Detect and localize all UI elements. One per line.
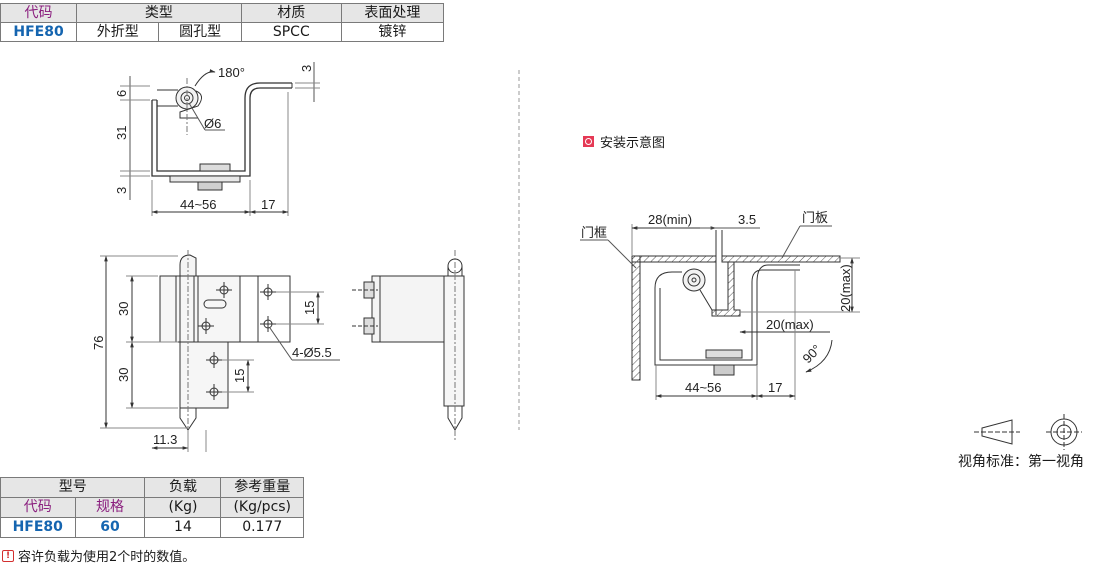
dim-20h-label: 20(max)	[766, 317, 814, 332]
dim-30a-label: 30	[116, 302, 131, 316]
angle-180-label: 180°	[218, 65, 245, 80]
cell-surface: 镀锌	[340, 22, 445, 42]
top-view-drawing	[120, 62, 320, 216]
header-model: 型号	[0, 477, 146, 498]
dim-3-5-label: 3.5	[738, 212, 756, 227]
holes-label: 4-Ø5.5	[292, 345, 332, 360]
dim-31-label: 31	[114, 126, 129, 140]
door-panel-label: 门板	[802, 210, 828, 225]
dim-width-label: 44~56	[180, 197, 217, 212]
header-material: 材质	[240, 3, 342, 23]
install-title-text: 安装示意图	[600, 136, 666, 151]
dim-76-label: 76	[91, 336, 106, 350]
header-weight-unit: (Kg/pcs)	[220, 497, 304, 518]
header-weight: 参考重量	[220, 477, 304, 498]
legend-marker-icon	[583, 136, 594, 147]
view-standard-label: 视角标准：第一视角	[958, 454, 1084, 470]
load-table: 型号 负载 参考重量 代码 规格 (Kg) (Kg/pcs) HFE80 60 …	[0, 477, 304, 538]
load-cell-load: 14	[144, 517, 222, 538]
header-code: 代码	[0, 3, 78, 23]
install-title: 安装示意图	[583, 132, 665, 151]
dim-17-label: 17	[261, 197, 275, 212]
side-view-drawing	[352, 250, 465, 440]
header-code2: 代码	[0, 497, 76, 518]
install-diagram	[580, 224, 860, 400]
install-width-label: 44~56	[685, 380, 722, 395]
top-view-labels: 180° Ø6 6 31 3 3 44~56 17	[114, 65, 314, 212]
door-frame-label: 门框	[581, 225, 607, 240]
front-view-labels: 76 30 30 15 15 4-Ø5.5 11.3	[91, 301, 332, 447]
dim-11-3-label: 11.3	[153, 432, 177, 447]
dim-3-left-label: 3	[114, 187, 129, 194]
note-text: 容许负载为使用2个时的数值。	[18, 550, 196, 565]
front-view-drawing	[100, 250, 340, 452]
hole-dia-label: Ø6	[204, 116, 221, 131]
header-type: 类型	[76, 3, 242, 23]
load-cell-weight: 0.177	[220, 517, 304, 538]
cell-code: HFE80	[0, 22, 78, 42]
load-cell-code: HFE80	[0, 517, 76, 538]
spec-table: 代码 类型 材质 表面处理 HFE80 外折型 圆孔型 SPCC 镀锌	[0, 3, 445, 42]
dim-15b-label: 15	[232, 369, 247, 383]
warning-icon: !	[2, 549, 14, 562]
dim-15a-label: 15	[302, 301, 317, 315]
cell-type-b: 圆孔型	[158, 22, 242, 42]
header-load-unit: (Kg)	[144, 497, 222, 518]
install-labels: 门框 门板 28(min) 3.5 20(max) 20(max) 90° 44…	[581, 210, 853, 395]
cell-type-a: 外折型	[76, 22, 160, 42]
header-load: 负载	[144, 477, 222, 498]
load-cell-spec: 60	[74, 517, 146, 538]
dim-6-label: 6	[114, 90, 129, 97]
cell-material: SPCC	[240, 22, 342, 42]
install-17-label: 17	[768, 380, 782, 395]
header-spec: 规格	[74, 497, 146, 518]
note: ! 容许负载为使用2个时的数值。	[2, 546, 195, 565]
dim-3-right-label: 3	[299, 65, 314, 72]
first-angle-symbol	[974, 414, 1082, 450]
dim-20v-label: 20(max)	[838, 264, 853, 312]
dim-30b-label: 30	[116, 368, 131, 382]
dim-28-label: 28(min)	[648, 212, 692, 227]
angle-90-label: 90°	[800, 342, 825, 367]
